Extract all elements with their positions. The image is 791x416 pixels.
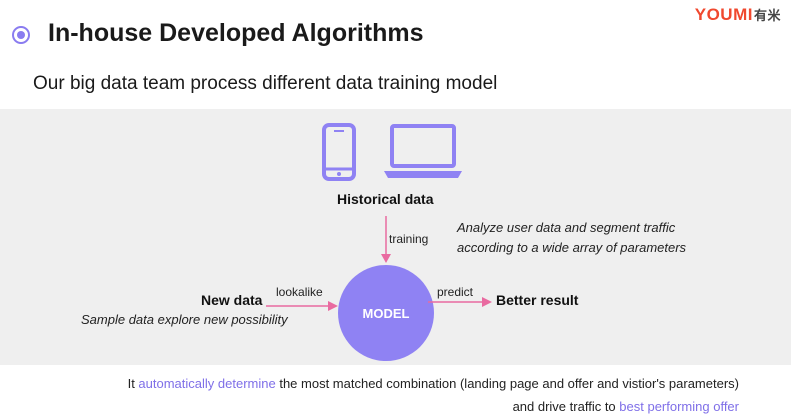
logo-text: YOUMI bbox=[694, 5, 753, 24]
logo-cn-text: 有米 bbox=[753, 8, 781, 23]
footer-highlight-best-offer: best performing offer bbox=[619, 399, 739, 414]
phone-icon bbox=[322, 123, 356, 181]
predict-label: predict bbox=[437, 285, 474, 299]
better-result-label: Better result bbox=[496, 292, 579, 308]
page-title: In-house Developed Algorithms bbox=[48, 19, 424, 47]
historical-data-label: Historical data bbox=[337, 191, 434, 207]
footer-line2: and drive traffic to best performing off… bbox=[513, 399, 739, 414]
analyze-text-line1: Analyze user data and segment traffic bbox=[457, 220, 676, 235]
lookalike-label: lookalike bbox=[276, 285, 323, 299]
model-node: MODEL bbox=[338, 265, 434, 361]
footer-highlight-automatically: automatically determine bbox=[138, 376, 276, 391]
predict-arrow bbox=[428, 297, 492, 307]
model-label: MODEL bbox=[362, 305, 410, 321]
footer-line1: It automatically determine the most matc… bbox=[128, 376, 739, 391]
training-label: training bbox=[389, 232, 429, 246]
training-arrow bbox=[381, 216, 391, 263]
footer-line2-pre: and drive traffic to bbox=[512, 399, 620, 414]
footer-line1-pre: It bbox=[127, 376, 139, 391]
new-data-label: New data bbox=[201, 292, 263, 308]
brand-logo: YOUMI有米 bbox=[695, 5, 781, 25]
page-subtitle: Our big data team process different data… bbox=[33, 73, 498, 94]
footer-line1-post: the most matched combination (landing pa… bbox=[275, 376, 739, 391]
analyze-text-line2: according to a wide array of parameters bbox=[457, 240, 687, 255]
sample-data-text: Sample data explore new possibility bbox=[81, 312, 288, 327]
title-bullet-icon bbox=[12, 26, 30, 44]
laptop-icon bbox=[384, 124, 462, 178]
lookalike-arrow bbox=[266, 301, 338, 311]
